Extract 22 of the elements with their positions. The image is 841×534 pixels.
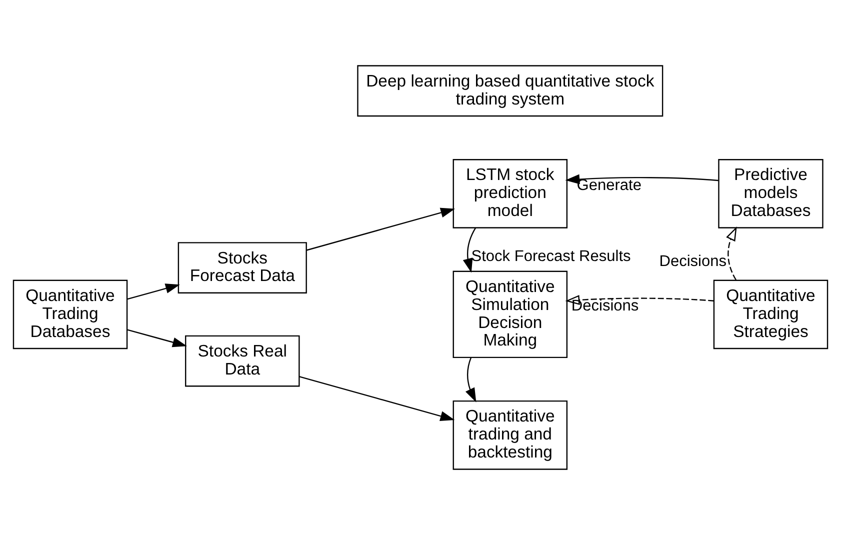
edge-label: Decisions [571, 297, 639, 314]
arrow [465, 356, 476, 402]
node-box: Quantitative trading and backtesting [452, 400, 568, 470]
node-box: Stocks Real Data [185, 334, 300, 386]
arrow [565, 294, 714, 304]
edge-label: Decisions [659, 252, 727, 270]
arrow [299, 376, 455, 420]
node-box: LSTM stock prediction model [452, 158, 568, 228]
edge-label: Stock Forecast Results [471, 247, 631, 264]
node-box: Quantitative Simulation Decision Making [452, 270, 568, 358]
arrow [726, 226, 737, 280]
node-box: Deep learning based quantitative stock trading system [357, 64, 664, 116]
node-box: Quantitative Trading Strategies [713, 279, 828, 349]
arrow [127, 283, 180, 300]
arrow [565, 174, 718, 184]
arrow [127, 328, 187, 347]
arrow [306, 207, 456, 250]
node-box: Predictive models Databases [718, 158, 824, 228]
edge-label: Generate [576, 176, 642, 194]
node-box: Quantitative Trading Databases [12, 279, 128, 349]
node-box: Stocks Forecast Data [178, 242, 307, 293]
arrow [462, 227, 476, 272]
